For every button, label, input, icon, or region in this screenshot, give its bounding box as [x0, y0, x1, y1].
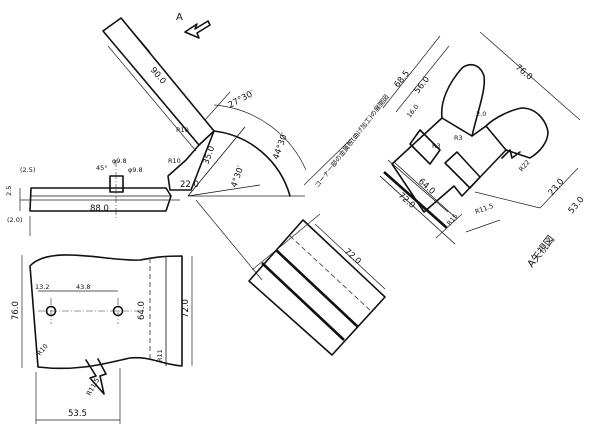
dim-angle-44: 44°30′	[271, 131, 290, 161]
note-text: コーナー部の金属板(曲げ加工)の展開図	[312, 93, 390, 190]
view-a-detail	[303, 31, 581, 245]
dim-angle-27: 27°30′	[227, 89, 256, 111]
dim-r10b: R10	[168, 157, 181, 165]
dim-64-b: 64.0	[416, 177, 437, 197]
dim-76: 76.0	[11, 301, 21, 320]
dim-r3a: R3	[432, 142, 441, 150]
view-a-title: A矢視図	[524, 233, 557, 270]
dim-22: 22.0	[180, 180, 199, 190]
dim-13-2: 13.2	[35, 283, 49, 291]
dim-53: 53.0	[567, 195, 587, 216]
dim-16: 16.0	[405, 103, 420, 119]
sheet-strip	[248, 213, 386, 356]
dim-r3b: R3	[454, 134, 463, 142]
dim-23: 23.0	[547, 177, 567, 198]
dim-r22: R22	[517, 158, 531, 173]
dim-72: 72.0	[181, 299, 191, 318]
main-plate	[21, 254, 193, 424]
dim-r10a: R10	[176, 126, 189, 134]
dim-53-5: 53.5	[68, 409, 87, 419]
dim-phi-b: φ9.8	[128, 166, 143, 174]
dim-r11-5: R11.5	[85, 377, 101, 397]
view-arrow-a: A	[176, 12, 211, 39]
dim-angle-4: 4°30′	[229, 164, 246, 189]
dim-angle-45: 45°	[96, 164, 108, 172]
dim-phi-a: φ9.8	[112, 157, 127, 165]
dim-side-a: (2.5)	[20, 166, 35, 174]
dim-43-8: 43.8	[76, 283, 90, 291]
dim-strip-72: 72.0	[342, 247, 363, 267]
dim-64: 64.0	[137, 301, 147, 320]
dim-r15: R15	[445, 212, 459, 227]
dim-r11-5-b: R11.5	[474, 202, 495, 216]
view-label-a: A	[176, 12, 183, 23]
dim-68-5: 68.5	[392, 69, 412, 90]
dim-76-b: 76.0	[513, 63, 534, 83]
dim-side-b: (2.0)	[7, 216, 22, 224]
dim-r10c: R10	[35, 342, 49, 357]
dim-56: 56.0	[412, 75, 432, 96]
dim-88: 88.0	[90, 204, 109, 214]
flange-plate	[19, 160, 180, 236]
inclined-arm	[102, 17, 307, 281]
dim-72-b: 72.0	[396, 191, 417, 211]
dim-2-5: 2.5	[5, 186, 13, 196]
dim-r11: R11	[156, 349, 164, 362]
dim-90: 90.0	[148, 66, 168, 87]
dim-2-0: 2.0	[476, 110, 486, 118]
